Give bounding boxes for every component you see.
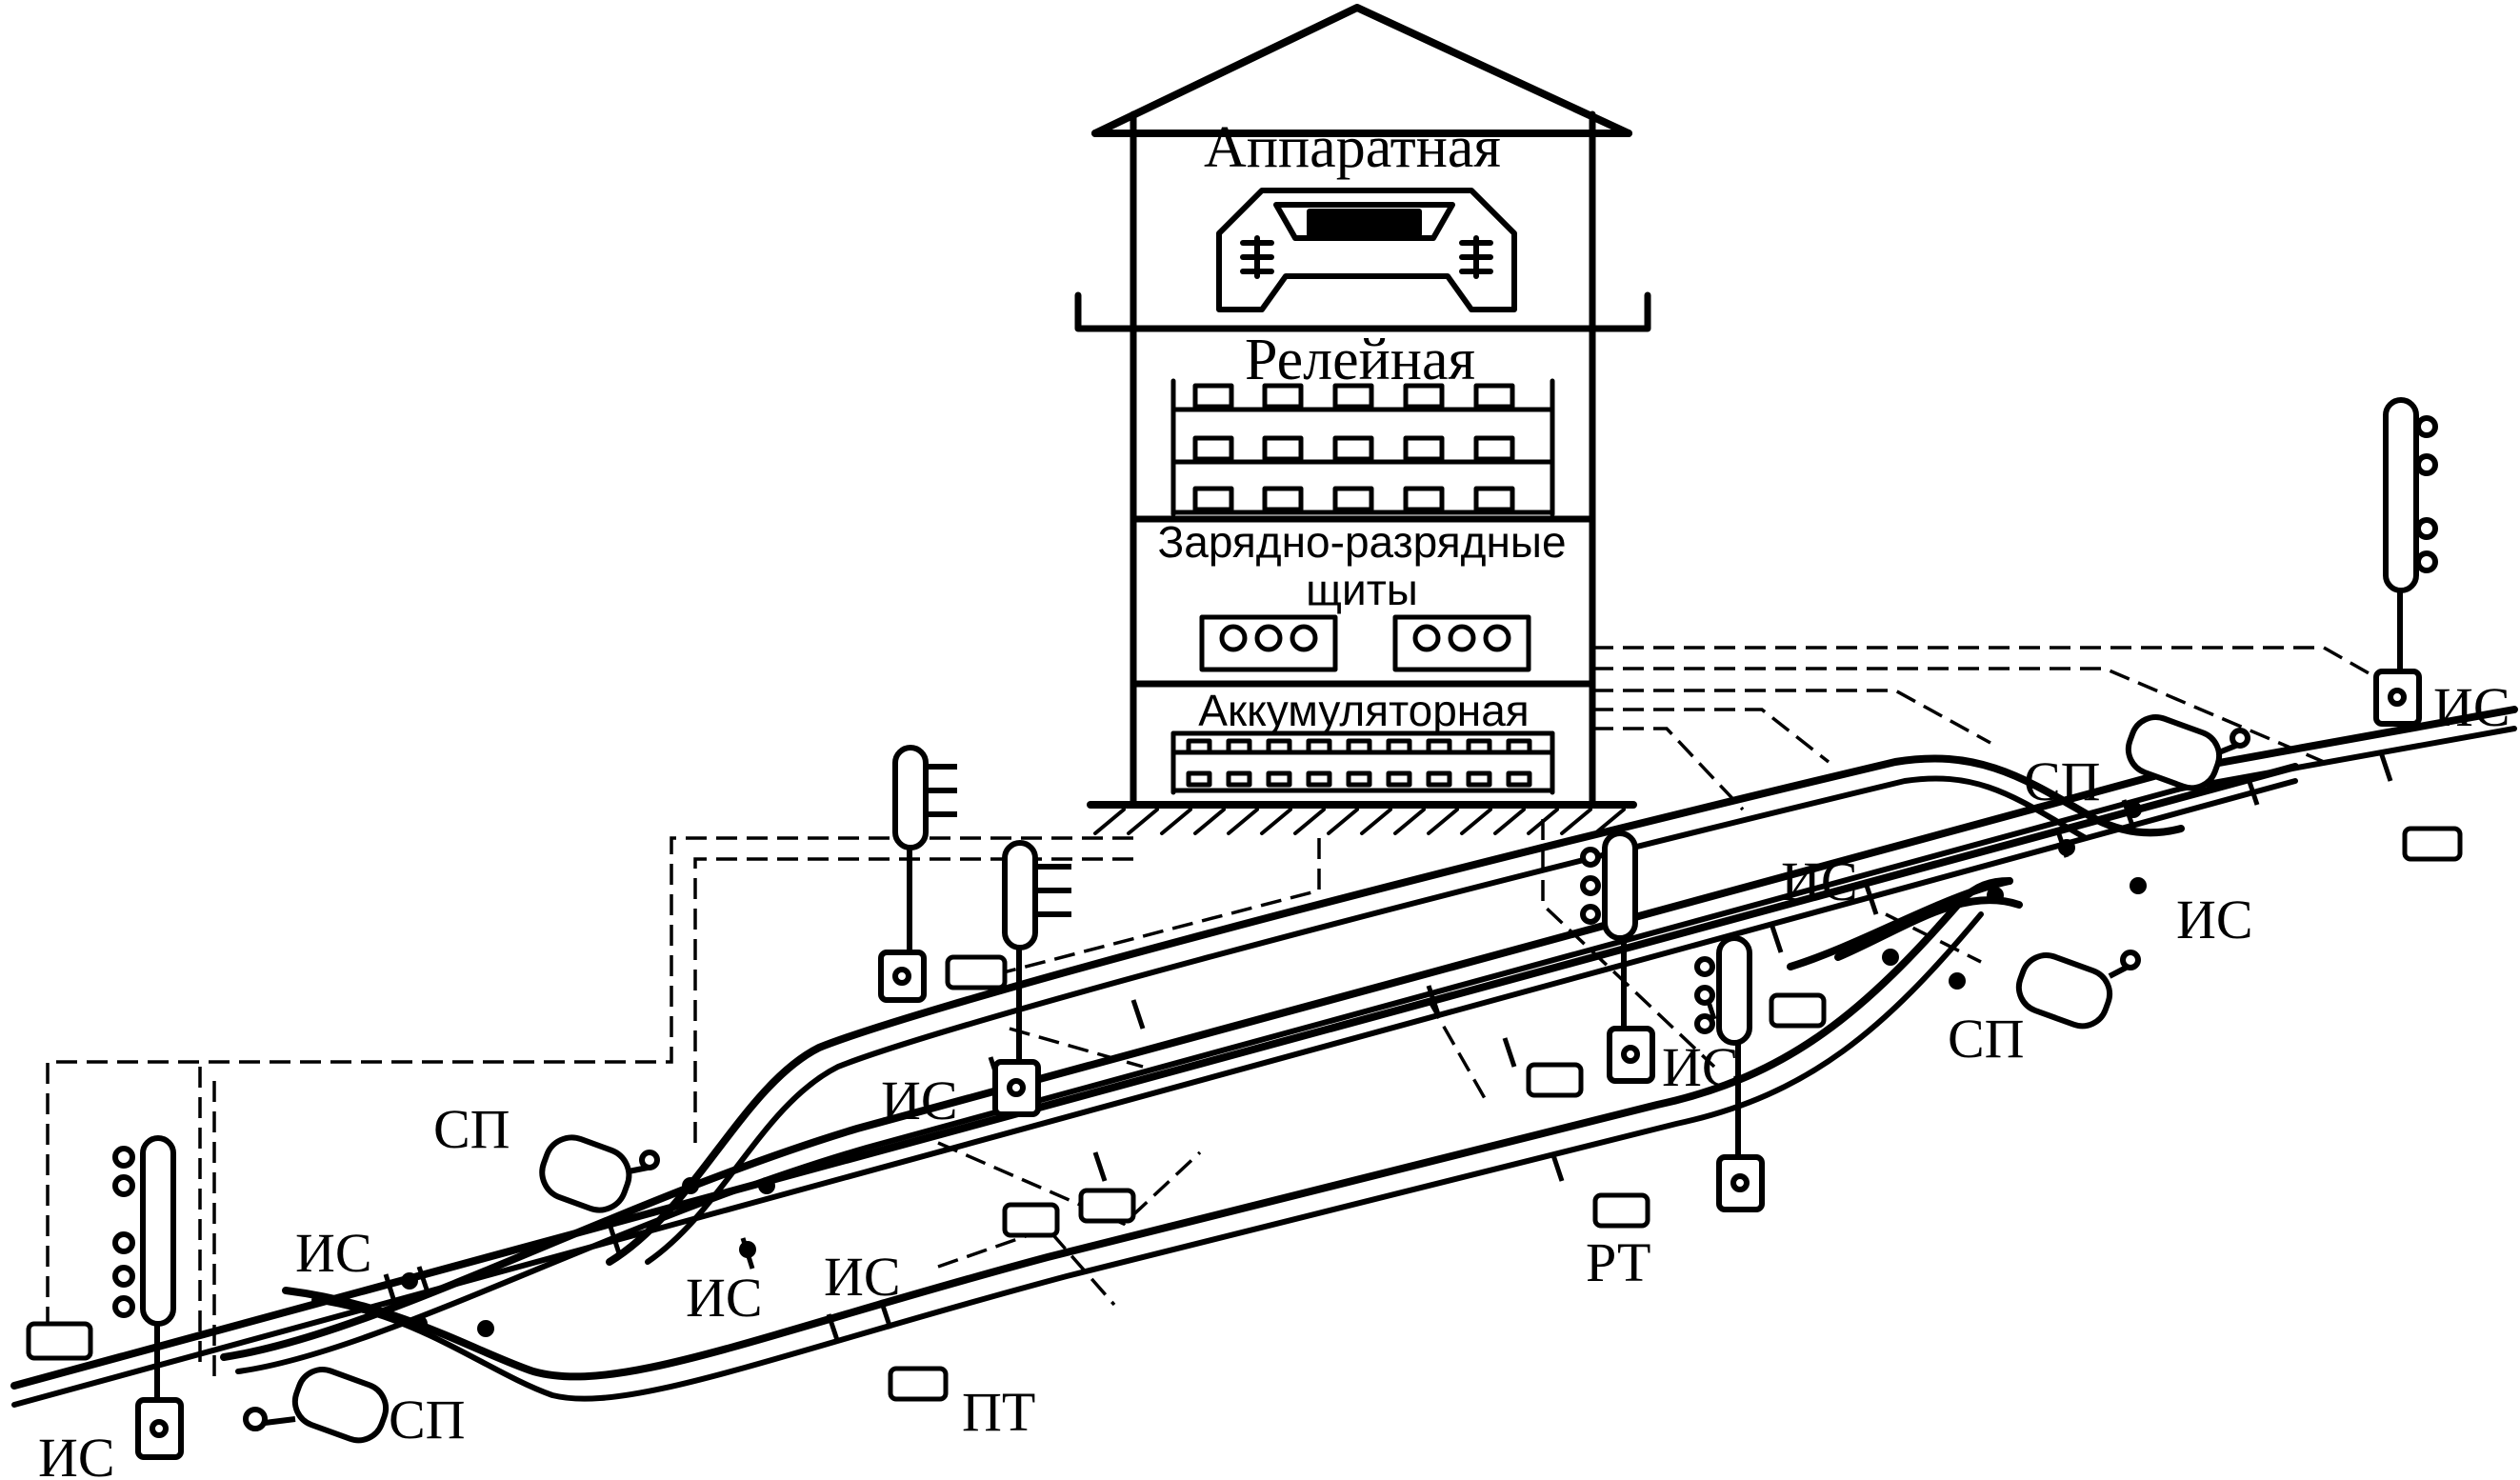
label-is-bottom-left: ИС xyxy=(38,1427,115,1480)
building-roof xyxy=(1091,4,1632,137)
switch-machine-right-bottom xyxy=(2015,950,2141,1030)
switch-machine-right-top xyxy=(2125,714,2250,791)
room-label-apparatus: Аппаратная xyxy=(1204,115,1501,180)
signal-centre-left-b xyxy=(992,840,1071,1117)
label-sp-left-bottom: СП xyxy=(389,1389,466,1450)
label-pt: ПТ xyxy=(962,1381,1035,1443)
main-track-1 xyxy=(10,763,2299,1390)
signal-centre-right-a xyxy=(1580,830,1655,1084)
label-is-centre-left: ИС xyxy=(686,1267,763,1329)
signal-centre-left-a xyxy=(878,745,957,1003)
switch-points xyxy=(401,801,2147,1337)
control-console xyxy=(1216,188,1517,312)
charge-discharge-panels xyxy=(1199,614,1531,672)
switch-machines xyxy=(243,714,2250,1444)
label-is-signal-centre: ИС xyxy=(881,1070,958,1131)
room-label-charging: Зарядно-разрядные xyxy=(1157,517,1566,567)
siding-lower xyxy=(282,877,2013,1381)
siding-upper xyxy=(606,754,2185,1266)
signal-centre-right-b xyxy=(1694,935,1765,1212)
room-label-relay: Релейная xyxy=(1245,328,1475,392)
signal-right xyxy=(2373,397,2438,727)
room-label-charging-2: щиты xyxy=(1306,565,1418,614)
signal-left xyxy=(112,1135,184,1460)
track-boxes xyxy=(26,826,2463,1402)
switch-machine-left-top xyxy=(539,1134,660,1213)
label-sp-left-top: СП xyxy=(433,1098,510,1160)
label-is-left: ИС xyxy=(295,1222,372,1284)
label-is-far-right: ИС xyxy=(2433,676,2510,738)
room-label-battery: Аккумуляторная xyxy=(1198,686,1529,735)
main-track-3 xyxy=(220,706,2518,1361)
label-is-centre: ИС xyxy=(824,1246,901,1308)
signals xyxy=(112,397,2438,1460)
post-building xyxy=(1074,4,1651,835)
equipment-labels: СП ИС СП ИС ИС ИС ПТ ИС РТ ИС ИС СП ИС С… xyxy=(38,676,2510,1480)
label-sp-right-bottom: СП xyxy=(1948,1008,2025,1070)
label-is-upper-middle: ИС xyxy=(1781,850,1858,912)
label-rt: РТ xyxy=(1586,1231,1650,1293)
insulating-joints xyxy=(383,751,2393,1344)
relay-racks xyxy=(1170,378,1555,517)
label-sp-right-top: СП xyxy=(2024,750,2101,812)
label-is-right: ИС xyxy=(2176,889,2253,950)
battery-racks xyxy=(1170,730,1555,795)
label-is-centre-right: ИС xyxy=(1662,1036,1739,1098)
switch-machine-left-bottom xyxy=(243,1367,390,1444)
